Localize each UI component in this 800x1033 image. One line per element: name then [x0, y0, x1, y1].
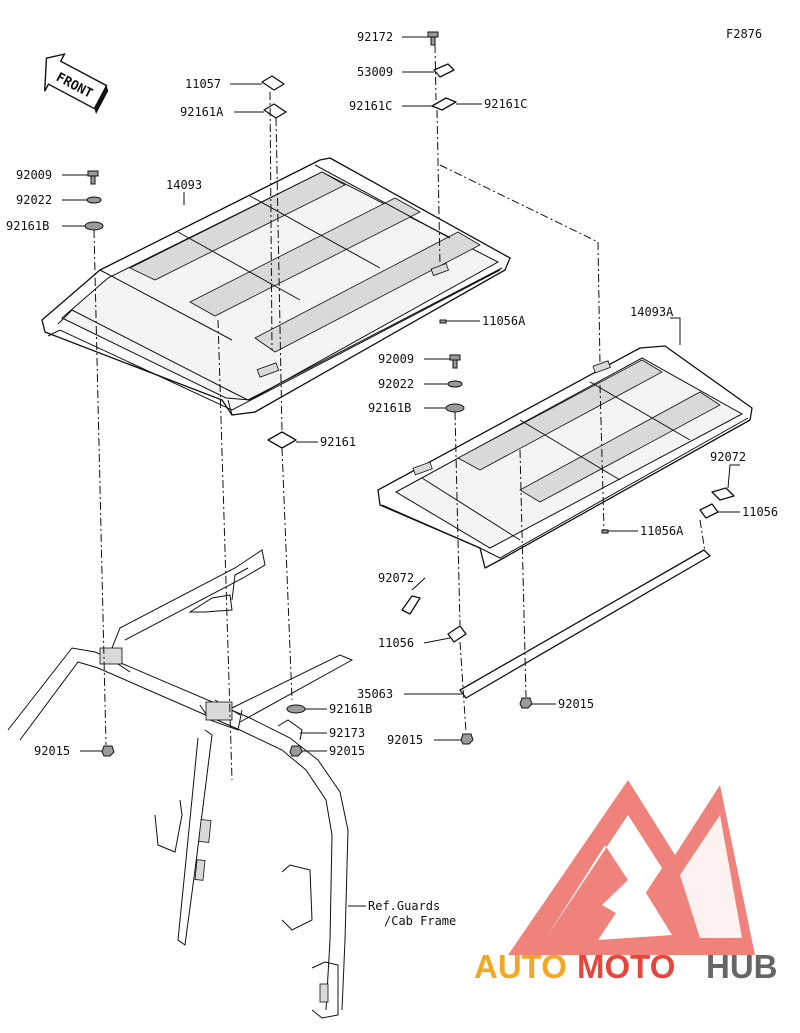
- nut-92015-left: [101, 745, 115, 757]
- label-92022-right: 92022: [378, 377, 414, 391]
- label-92173: 92173: [329, 726, 365, 740]
- watermark-text: AUTO MOTO HUB: [474, 948, 778, 985]
- bracket-92072-right: [711, 487, 735, 501]
- front-arrow-icon: FRONT: [44, 53, 109, 114]
- part-labels: 92172 53009 92161C 92161C 11057 92161A 9…: [6, 30, 778, 928]
- ref-note-line1: Ref.Guards: [368, 899, 440, 913]
- washer-92161b-bottom: [286, 704, 306, 714]
- label-53009: 53009: [357, 65, 393, 79]
- label-92161b-left: 92161B: [6, 219, 49, 233]
- label-92015-bottom: 92015: [329, 744, 365, 758]
- nut-92015-right: [460, 733, 474, 745]
- pad-92161c: [431, 97, 457, 111]
- ref-note-line2: /Cab Frame: [384, 914, 456, 928]
- clip-11056a-top: [439, 319, 447, 324]
- label-92072-right: 92072: [710, 450, 746, 464]
- bracket-11057: [261, 75, 285, 91]
- bolt-92172: [427, 31, 439, 46]
- washer-92161b-right: [445, 403, 465, 413]
- automotohub-logo: [508, 780, 755, 955]
- label-11056a-bottom: 11056A: [640, 524, 684, 538]
- bracket-92072-left: [401, 595, 421, 615]
- washer-92022-right: [447, 380, 463, 388]
- label-11057: 11057: [185, 77, 221, 91]
- pad-92161: [267, 431, 297, 449]
- hardware: [84, 31, 735, 757]
- washer-92022-left: [86, 196, 102, 204]
- label-92172: 92172: [357, 30, 393, 44]
- label-92161c-left: 92161C: [349, 99, 392, 113]
- roof-panel-front: [41, 157, 511, 416]
- clip-11056-left: [447, 625, 467, 643]
- label-92015-right: 92015: [387, 733, 423, 747]
- assembly-lines: [93, 44, 706, 781]
- label-92009-left: 92009: [16, 168, 52, 182]
- label-92161c-right: 92161C: [484, 97, 527, 111]
- label-92022-left: 92022: [16, 193, 52, 207]
- label-92161b-bottom: 92161B: [329, 702, 372, 716]
- label-14093a: 14093A: [630, 305, 674, 319]
- washer-92161b-left: [84, 221, 104, 231]
- seal-strip: [459, 549, 711, 699]
- pad-92161a: [263, 103, 287, 119]
- label-92161: 92161: [320, 435, 356, 449]
- bolt-92009-right: [449, 354, 461, 369]
- watermark-auto: AUTO: [474, 948, 567, 985]
- leader-lines: [62, 36, 740, 907]
- label-92015-left: 92015: [34, 744, 70, 758]
- clip-11056-right: [699, 503, 719, 519]
- watermark-moto: MOTO: [577, 948, 675, 985]
- nut-92015-bottom: [289, 745, 303, 757]
- label-11056-left: 11056: [378, 636, 414, 650]
- roof-panel-rear: [377, 345, 753, 569]
- bracket-53009: [433, 63, 455, 78]
- label-92161b-right: 92161B: [368, 401, 411, 415]
- label-11056a-top: 11056A: [482, 314, 526, 328]
- watermark-hub: HUB: [706, 948, 778, 985]
- clip-11056a-bottom: [601, 529, 609, 534]
- label-11056-right: 11056: [742, 505, 778, 519]
- label-35063: 35063: [357, 687, 393, 701]
- bolt-92009-left: [87, 170, 99, 185]
- figure-code: F2876: [726, 27, 762, 41]
- label-92009-right: 92009: [378, 352, 414, 366]
- label-92072-left: 92072: [378, 571, 414, 585]
- label-92161a: 92161A: [180, 105, 224, 119]
- label-92015-center: 92015: [558, 697, 594, 711]
- nut-92015-center: [519, 697, 533, 709]
- cab-frame: [7, 549, 354, 1019]
- label-14093: 14093: [166, 178, 202, 192]
- bracket-92173: [277, 719, 303, 741]
